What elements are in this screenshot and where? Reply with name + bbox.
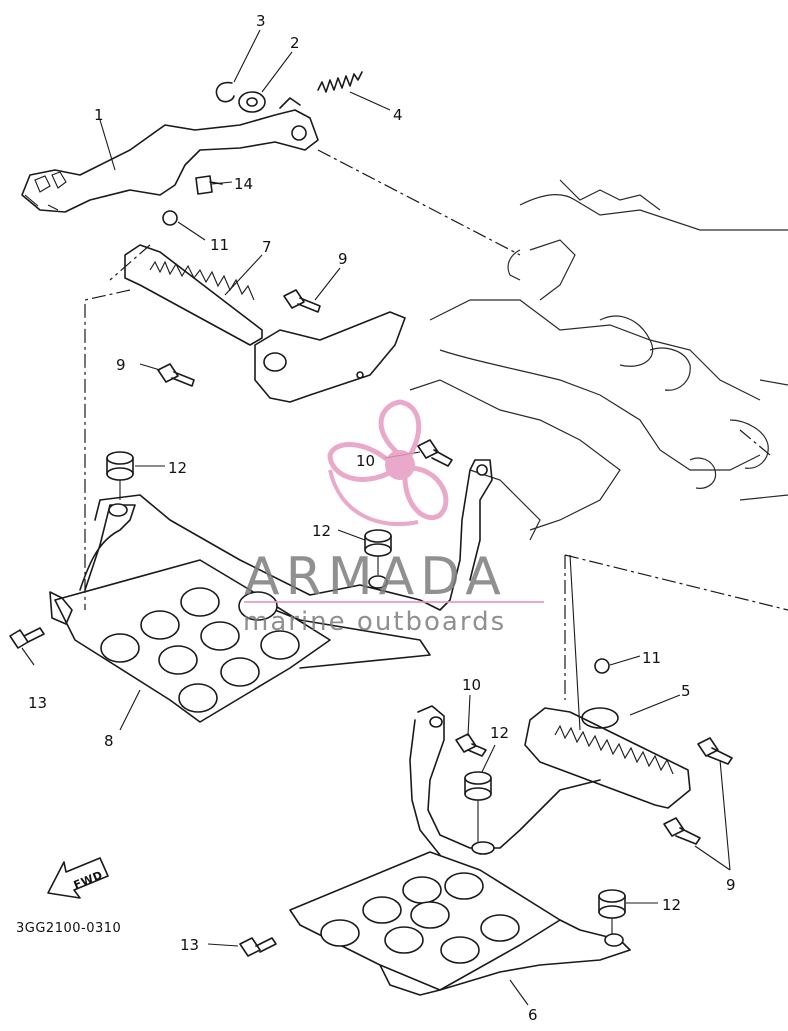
part-12-grommet-left-b [119,480,392,575]
callout-12: 12 [490,724,509,742]
callout-12: 12 [662,896,681,914]
callout-3: 3 [256,12,266,30]
part-4-spring [317,71,363,93]
part-1-brake-pedal [21,97,319,213]
fwd-label: FWD [72,868,105,891]
watermark: ARMADA marine outboards [243,399,544,637]
part-10-bolt-right [455,733,487,757]
callout-14: 14 [234,175,253,193]
callout-9: 9 [116,356,126,374]
callout-9: 9 [726,876,736,894]
callout-11: 11 [210,236,229,254]
callout-5: 5 [681,682,691,700]
part-9-bolt-upper [283,289,321,313]
callout-4: 4 [393,106,403,124]
callout-13: 13 [28,694,47,712]
callout-12: 12 [168,459,187,477]
diagram-code: 3GG2100-0310 [16,921,121,936]
callouts: 1 2 3 4 14 11 7 9 9 12 10 12 13 8 11 5 1… [16,12,736,1024]
part-6-step-plate [289,705,631,996]
leader-lines [21,29,731,1006]
part-12-grommet-left-a [106,451,134,481]
part-12-grommet-right-a [464,771,492,842]
part-13-bolt-left [9,627,45,649]
part-3-clip [215,81,235,103]
fwd-arrow-icon: FWD [47,857,109,899]
part-8-step-plate [49,459,493,723]
propeller-logo-icon [327,399,449,527]
callout-8: 8 [104,732,114,750]
callout-11: 11 [642,649,661,667]
part-5-footrest-right [524,658,691,809]
part-14-screw [195,175,223,195]
callout-7: 7 [262,238,272,256]
part-2-washer [238,91,266,113]
part-9-bolt-lower [157,363,195,387]
part-9-bolt-right-b [663,817,701,845]
frame-outline [409,179,788,541]
callout-6: 6 [528,1006,538,1024]
callout-10: 10 [356,452,375,470]
callout-13: 13 [180,936,199,954]
part-10-bolt-left [417,439,453,467]
callout-9: 9 [338,250,348,268]
part-7-footrest-bracket [124,210,406,403]
part-9-bolt-right-a [697,737,733,765]
part-13-bolt-right [239,937,277,957]
callout-12: 12 [312,522,331,540]
watermark-subtitle: marine outboards [243,607,506,637]
assembly-lines [84,149,788,731]
part-12-grommet-right-b [598,889,626,934]
callout-10: 10 [462,676,481,694]
watermark-title: ARMADA [244,547,507,607]
callout-1: 1 [94,106,104,124]
callout-2: 2 [290,34,300,52]
